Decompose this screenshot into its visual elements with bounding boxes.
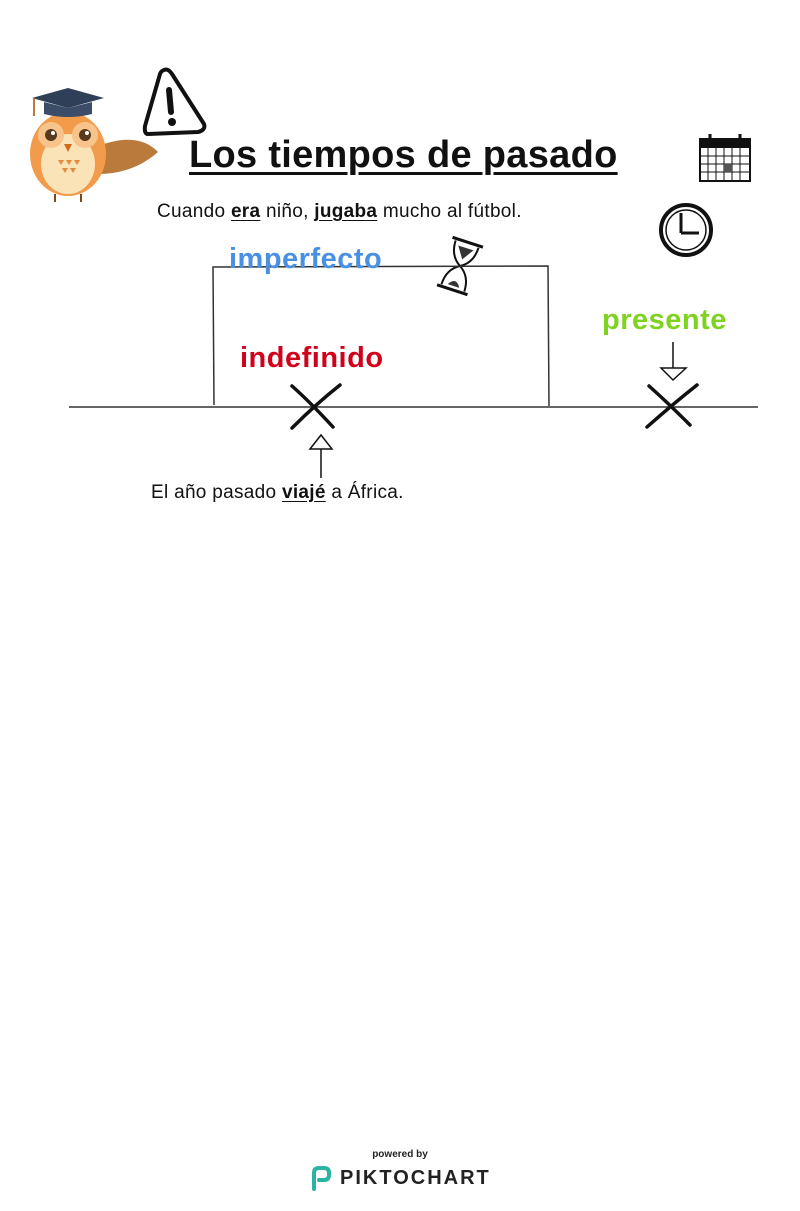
example-sentence-imperfecto: Cuando era niño, jugaba mucho al fútbol. bbox=[157, 201, 522, 223]
clock-icon bbox=[659, 203, 713, 257]
sentence-text: niño, bbox=[260, 201, 315, 222]
piktochart-logo[interactable]: PIKTOCHART bbox=[310, 1163, 491, 1193]
indefinido-cross-mark bbox=[290, 383, 342, 430]
arrow-up-indefinido bbox=[308, 433, 334, 478]
label-indefinido: indefinido bbox=[240, 342, 384, 374]
brand-name: PIKTOCHART bbox=[340, 1166, 491, 1189]
owl-graduate-icon bbox=[30, 88, 158, 202]
sentence-text: a África. bbox=[325, 482, 404, 503]
presente-cross-mark bbox=[645, 383, 699, 429]
sentence-text: mucho al fútbol. bbox=[377, 201, 522, 222]
sentence-text: El año pasado bbox=[151, 482, 282, 503]
label-presente: presente bbox=[602, 304, 727, 336]
arrow-down-presente bbox=[659, 342, 688, 382]
page-title: Los tiempos de pasado bbox=[189, 134, 618, 176]
verb-highlight: era bbox=[230, 201, 261, 222]
example-sentence-indefinido: El año pasado viajé a África. bbox=[151, 482, 404, 504]
verb-highlight: jugaba bbox=[314, 201, 378, 222]
label-imperfecto: imperfecto bbox=[229, 243, 383, 275]
timeline-diagram bbox=[69, 265, 758, 478]
verb-highlight: viajé bbox=[281, 482, 326, 503]
powered-by-text: powered by bbox=[372, 1149, 428, 1160]
calendar-icon bbox=[699, 134, 751, 182]
sentence-text: Cuando bbox=[157, 201, 231, 222]
piktochart-logo-icon bbox=[312, 1166, 331, 1191]
warning-icon bbox=[142, 67, 207, 136]
imperfecto-bracket bbox=[212, 265, 550, 407]
